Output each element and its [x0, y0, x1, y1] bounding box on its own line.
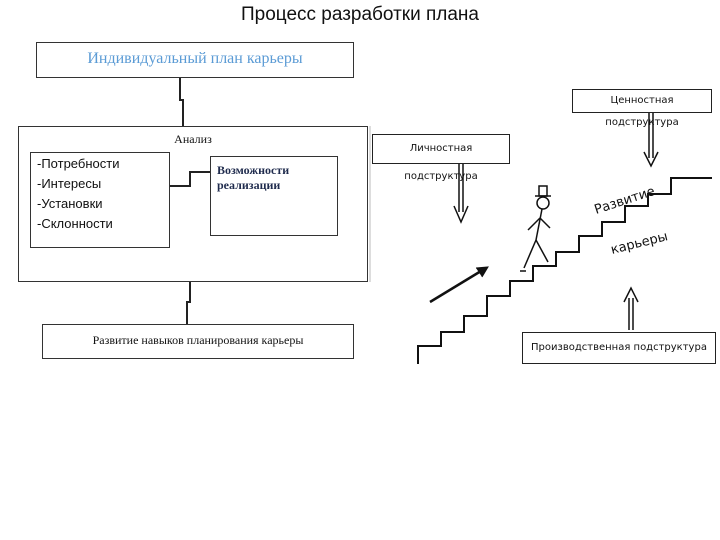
opportunities-box: Возможности реализации: [210, 156, 338, 236]
needs-item: -Интересы: [37, 176, 102, 191]
plan-analysis-connector: [179, 78, 184, 126]
production-substructure-box: Производственная подструктура: [522, 332, 716, 364]
skills-label: Развитие навыков планирования карьеры: [92, 333, 304, 347]
stick-figure-icon: [520, 185, 551, 272]
opportunities-label: Возможности реализации: [217, 163, 290, 192]
value-substructure-label: Ценностная подструктура: [605, 95, 679, 128]
career-plan-label: Индивидуальный план карьеры: [87, 50, 303, 67]
staircase: [417, 177, 712, 364]
needs-item: -Потребности: [37, 156, 120, 171]
analysis-skills-connector: [186, 282, 191, 324]
value-down-arrow: [643, 113, 659, 168]
personal-substructure-label: Личностная подструктура: [404, 143, 478, 182]
needs-item: -Установки: [37, 196, 103, 211]
skills-box: Развитие навыков планирования карьеры: [42, 324, 354, 359]
needs-box: -Потребности -Интересы -Установки -Склон…: [30, 152, 170, 248]
personal-down-arrow: [453, 164, 469, 224]
growth-arrow: [429, 266, 489, 304]
needs-opportunities-connector: [170, 171, 210, 187]
needs-item: -Склонности: [37, 216, 113, 231]
value-substructure-box: Ценностная подструктура: [572, 89, 712, 128]
career-plan-box: Индивидуальный план карьеры: [36, 42, 354, 78]
production-substructure-label: Производственная подструктура: [531, 342, 707, 353]
page-title: Процесс разработки плана: [240, 4, 479, 25]
analysis-label: Анализ: [174, 132, 212, 146]
personal-substructure-box: Личностная подструктура: [372, 134, 510, 182]
career-word-2: карьеры: [609, 229, 669, 258]
production-up-arrow: [623, 286, 639, 330]
